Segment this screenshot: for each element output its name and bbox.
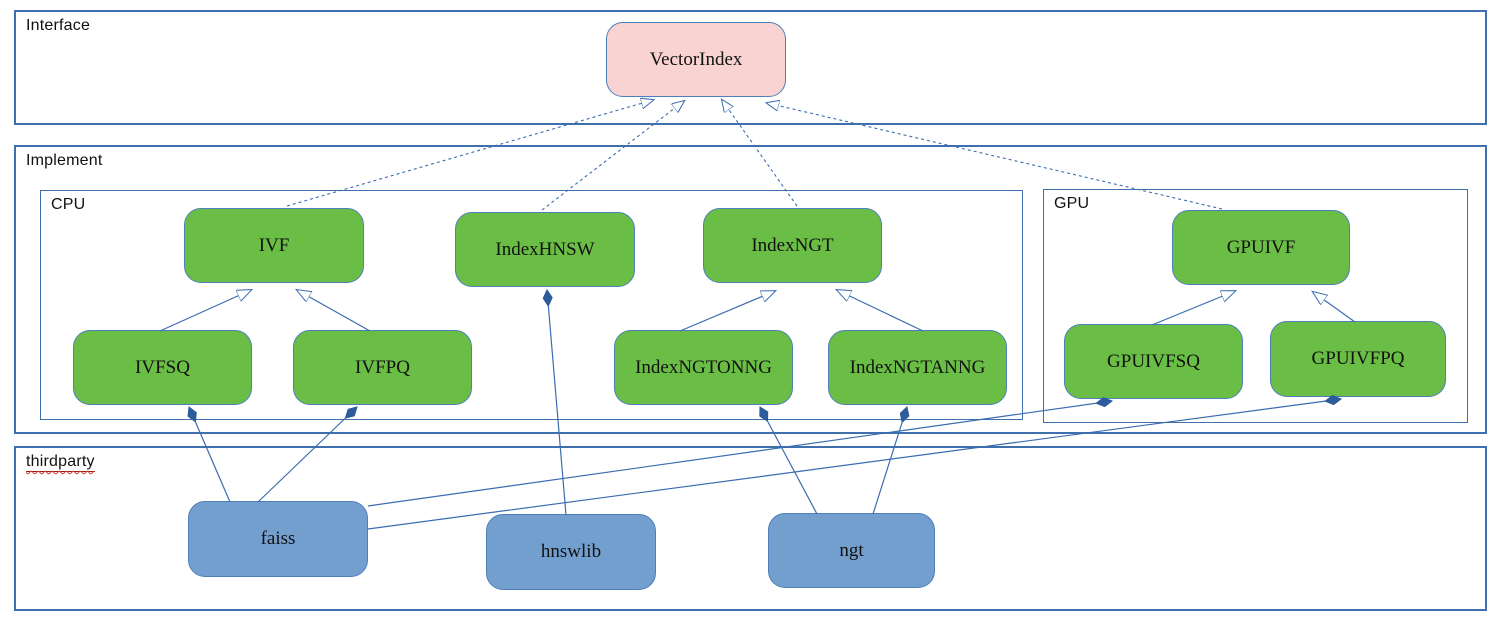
node-ngt: ngt [768, 513, 935, 588]
node-gpuivf: GPUIVF [1172, 210, 1350, 285]
container-interface-label: Interface [26, 17, 91, 34]
container-cpu-label: CPU [51, 196, 86, 213]
container-thirdparty-label: thirdparty [26, 453, 95, 472]
node-indexngtanng-label: IndexNGTANNG [849, 356, 986, 378]
node-ngt-label: ngt [839, 539, 864, 561]
container-gpu-label: GPU [1054, 195, 1090, 212]
node-ivf-label: IVF [258, 234, 290, 256]
node-gpuivfpq: GPUIVFPQ [1270, 321, 1446, 397]
node-faiss-label: faiss [260, 528, 296, 549]
node-indexhnsw: IndexHNSW [455, 212, 635, 287]
node-ivf: IVF [184, 208, 364, 283]
node-indexngt: IndexNGT [703, 208, 882, 283]
node-hnswlib-label: hnswlib [540, 541, 602, 562]
node-ivfsq: IVFSQ [73, 330, 252, 405]
node-gpuivfsq: GPUIVFSQ [1064, 324, 1243, 399]
node-indexngtanng: IndexNGTANNG [828, 330, 1007, 405]
node-hnswlib: hnswlib [486, 514, 656, 590]
node-gpuivfpq-label: GPUIVFPQ [1311, 348, 1405, 369]
node-vectorindex: VectorIndex [606, 22, 786, 97]
node-vectorindex-label: VectorIndex [649, 48, 743, 70]
node-faiss: faiss [188, 501, 368, 577]
node-ivfpq: IVFPQ [293, 330, 472, 405]
container-implement-label: Implement [26, 152, 103, 169]
node-indexhnsw-label: IndexHNSW [495, 238, 595, 260]
node-ivfsq-label: IVFSQ [135, 356, 190, 378]
node-indexngtonng-label: IndexNGTONNG [635, 356, 772, 378]
node-gpuivf-label: GPUIVF [1226, 236, 1296, 258]
node-gpuivfsq-label: GPUIVFSQ [1107, 350, 1200, 372]
node-indexngt-label: IndexNGT [751, 234, 834, 256]
node-ivfpq-label: IVFPQ [355, 356, 410, 378]
node-indexngtonng: IndexNGTONNG [614, 330, 793, 405]
